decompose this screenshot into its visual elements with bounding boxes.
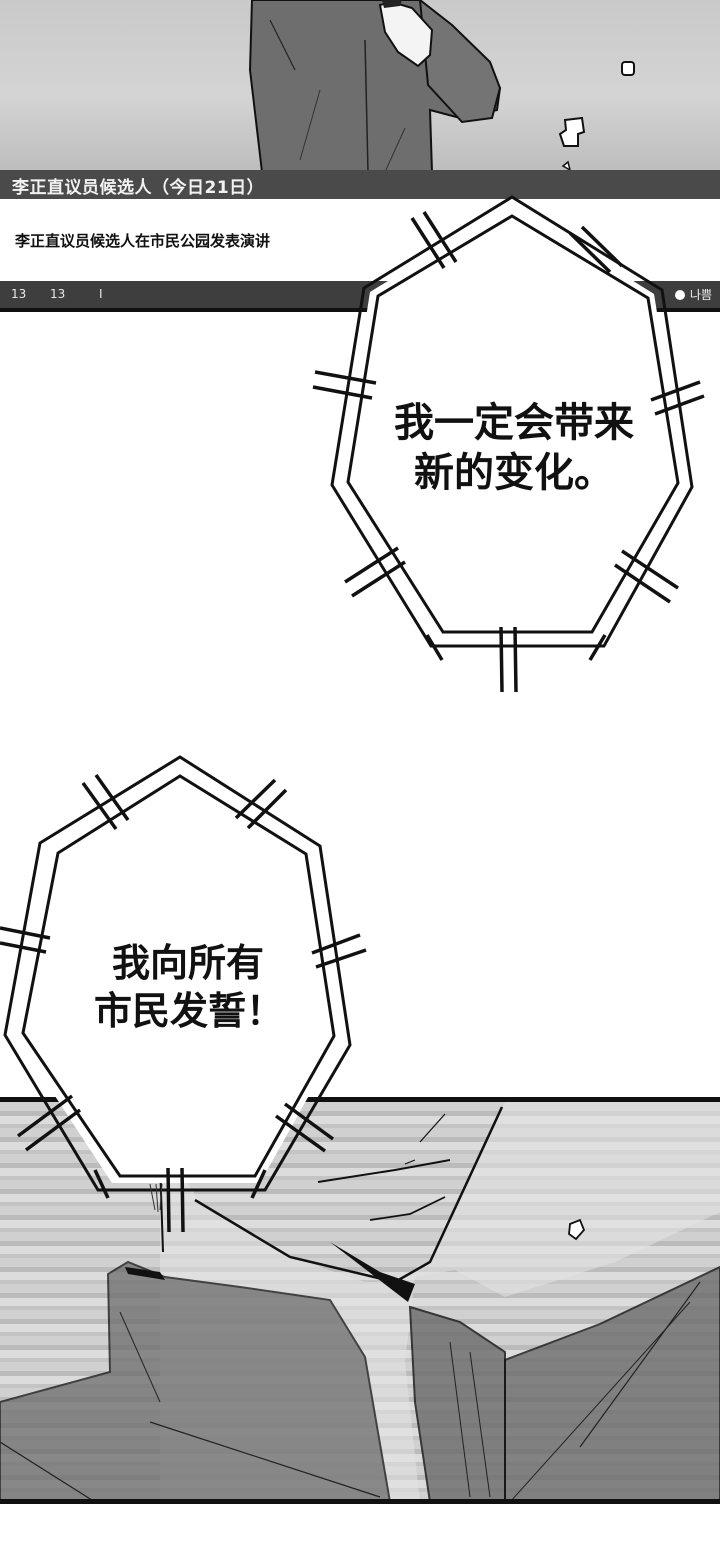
chin-collar-illustration: [0, 1102, 720, 1499]
news-caption: 李正直议员候选人在市民公园发表演讲: [15, 232, 271, 250]
speech-line: 市民发誓！: [94, 988, 285, 1033]
speech-line: 我向所有: [112, 941, 265, 985]
speech-line: 新的变化。: [414, 450, 614, 496]
news-headline-bar: 李正直议员候选人（今日21日）: [0, 170, 720, 200]
status-value-2: 13: [50, 287, 66, 301]
bottom-comic-panel: [0, 1097, 720, 1504]
status-separator: I: [99, 287, 103, 301]
figure-illustration: [248, 0, 635, 172]
speech-line: 我一定会带来: [394, 400, 634, 446]
news-status-bar: 13 13 I 나쁨: [0, 281, 720, 312]
air-quality-indicator: 나쁨: [674, 286, 712, 303]
speech-bubble-1-text: 我一定会带来 新的变化。: [394, 398, 634, 498]
air-quality-label: 나쁨: [689, 288, 712, 302]
dot-icon: [674, 289, 685, 300]
status-value-1: 13: [11, 287, 27, 301]
speech-bubble-2-text: 我向所有 市民发誓！: [94, 940, 284, 1035]
news-headline: 李正直议员候选人（今日21日）: [12, 178, 265, 198]
news-caption-area: 李正直议员候选人在市民公园发表演讲: [0, 199, 720, 281]
top-comic-panel: [0, 0, 720, 172]
